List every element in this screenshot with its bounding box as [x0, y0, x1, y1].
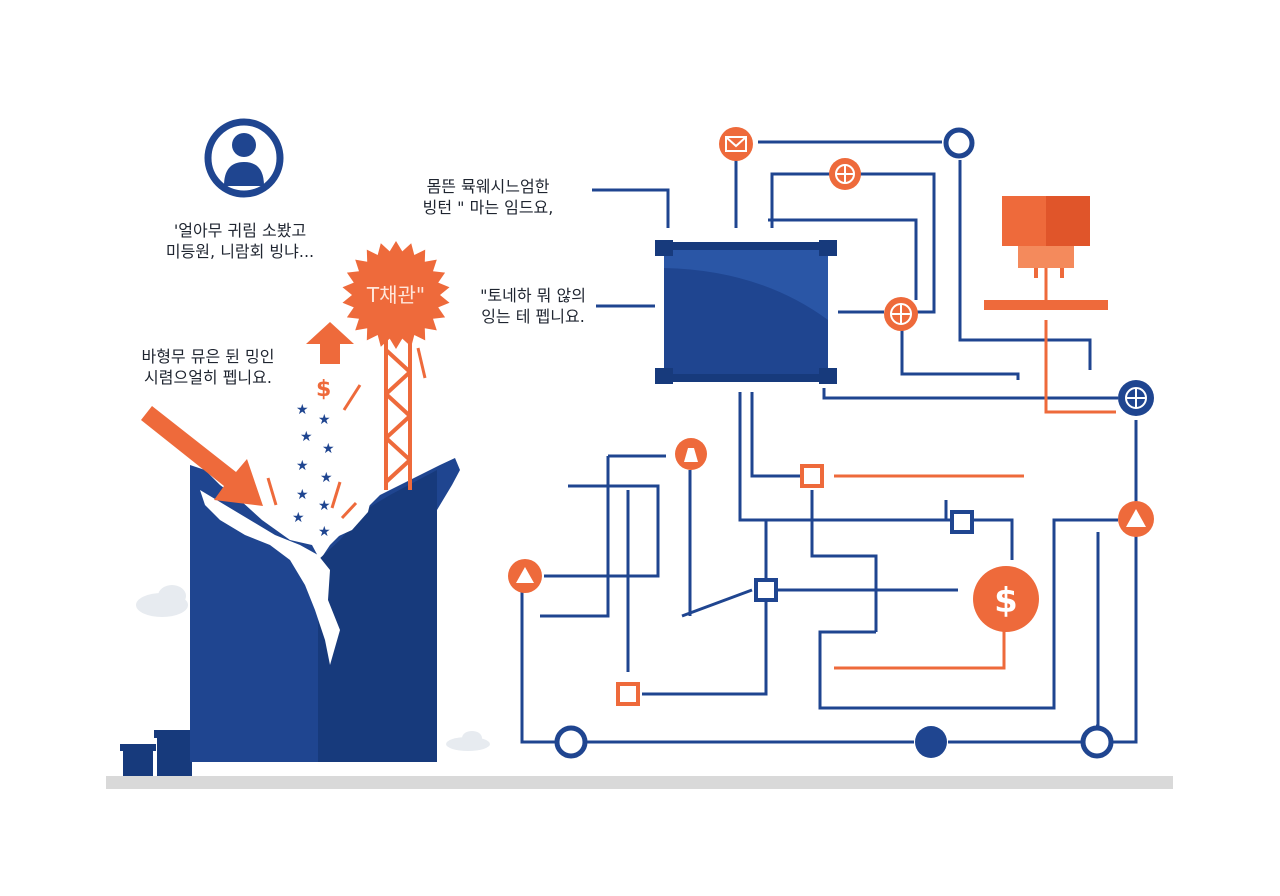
star-icon: ★: [296, 458, 309, 474]
network-wires: [520, 140, 1138, 744]
star-icon: ★: [300, 429, 313, 445]
spark-lines: [266, 347, 427, 520]
server-panel: [655, 240, 837, 384]
badge-label: T채관": [366, 283, 425, 307]
globe-icon: [1118, 380, 1154, 416]
star-icon: ★: [292, 510, 305, 526]
star-icon: ★: [318, 524, 331, 540]
caption-line: '얼아무 귀림 소봤고: [173, 221, 307, 240]
dollar-icon: $: [316, 377, 331, 402]
user-icon: [204, 118, 284, 198]
globe-icon: [884, 297, 918, 331]
ring-node-icon: [554, 725, 588, 759]
star-icon: ★: [322, 441, 335, 457]
triangle-icon: [508, 559, 542, 593]
lattice-tower: [384, 338, 412, 490]
globe-icon: [829, 158, 861, 190]
caption-line: "토네하 뭐 않의: [480, 286, 586, 305]
dollar-icon: $: [973, 566, 1039, 632]
broken-building: [190, 458, 460, 762]
triangle-icon: [1118, 501, 1154, 537]
caption-center-top: 몸뜬 뮥웨시느엄한 빙턴 " 마는 임드요,: [398, 176, 578, 218]
triangle-icon: [675, 438, 707, 470]
caption-line: 시렴으얼히 펩니요.: [144, 368, 272, 387]
star-icon: ★: [320, 470, 333, 486]
star-icon: ★: [318, 498, 331, 514]
square-node-icon: [754, 578, 778, 602]
caption-line: 잉는 테 펩니요.: [481, 307, 585, 326]
star-icons: ★ ★ ★ ★ ★ ★ ★ ★ ★ ★: [292, 402, 335, 540]
caption-line: 미등원, 니람회 빙냐...: [165, 242, 315, 261]
svg-text:$: $: [994, 581, 1018, 621]
container-icon: [120, 730, 195, 776]
square-node-icon: [616, 682, 640, 706]
caption-line: 빙턴 " 마는 임드요,: [422, 198, 554, 217]
star-icon: ★: [296, 487, 309, 503]
square-node-icon: [950, 510, 974, 534]
square-node-icon: [800, 464, 824, 488]
cloud-icon: [446, 731, 490, 751]
leader-lines: [592, 188, 670, 308]
star-icon: ★: [296, 402, 309, 418]
caption-line: 몸뜬 뮥웨시느엄한: [426, 177, 550, 196]
up-arrow-icon: [306, 322, 354, 364]
mail-icon: [719, 127, 753, 161]
caption-left-top: '얼아무 귀림 소봤고 미등원, 니람회 빙냐...: [150, 220, 330, 262]
arrow-icon: [141, 406, 263, 506]
ring-node-icon: [915, 726, 947, 758]
caption-left-mid: 바형무 뮤은 뒨 밍인 시렴으얼히 펩니요.: [128, 346, 288, 388]
caption-line: 바형무 뮤은 뒨 밍인: [141, 347, 275, 366]
cloud-icon: [136, 585, 188, 617]
starburst-badge: T채관": [342, 241, 450, 349]
ring-node-icon: [943, 127, 975, 159]
monitor-icon: [984, 196, 1108, 310]
ring-node-icon: [1080, 725, 1114, 759]
accent-wires: [834, 320, 1116, 670]
caption-center-mid: "토네하 뭐 않의 잉는 테 펩니요.: [468, 285, 598, 327]
ground-line: [106, 776, 1173, 789]
star-icon: ★: [318, 412, 331, 428]
